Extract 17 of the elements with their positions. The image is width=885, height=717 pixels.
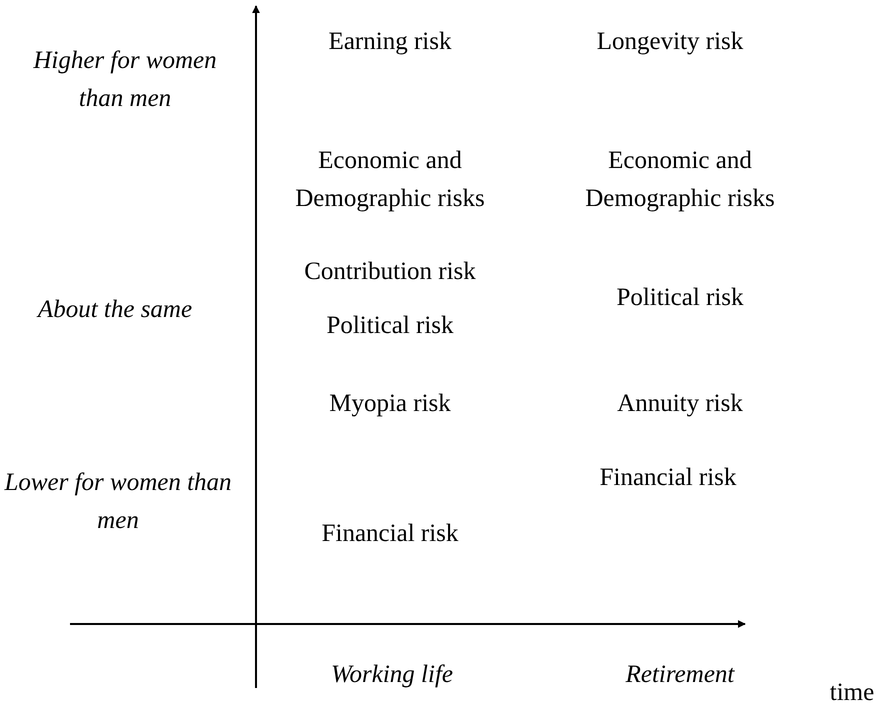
risk-label: Economic and Demographic risks	[584, 146, 776, 214]
risk-label: Political risk	[326, 311, 454, 341]
risk-label: Myopia risk	[329, 389, 451, 419]
axis-label: About the same	[38, 295, 192, 325]
axis-label: Higher for women than men	[32, 46, 218, 114]
axis-label: Working life	[331, 660, 453, 690]
risk-label: Annuity risk	[617, 389, 743, 419]
risk-label: Contribution risk	[304, 257, 476, 287]
risk-label: Economic and Demographic risks	[294, 146, 486, 214]
risk-label: Longevity risk	[596, 27, 744, 57]
axis-label: time	[830, 678, 874, 708]
axis-label: Retirement	[626, 660, 734, 690]
axis-label: Lower for women than men	[3, 468, 233, 536]
risk-label: Financial risk	[322, 519, 458, 549]
risk-label: Financial risk	[600, 463, 736, 493]
risk-label: Earning risk	[328, 27, 452, 57]
risk-label: Political risk	[616, 283, 744, 313]
